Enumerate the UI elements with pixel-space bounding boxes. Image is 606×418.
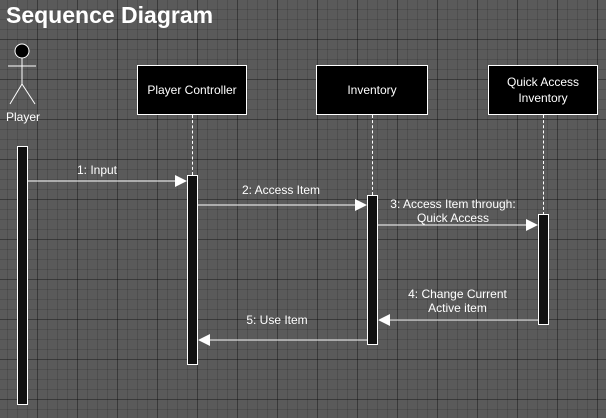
message-label-4: 4: Change Current Active item <box>408 287 507 315</box>
activation-quick-access-inventory <box>538 214 549 325</box>
activation-player-controller <box>187 175 198 365</box>
arrowhead-2 <box>355 199 367 211</box>
lifeline-quick-access-inventory <box>543 115 544 215</box>
participant-label: Player Controller <box>147 83 237 97</box>
actor-player-label: Player <box>5 110 40 124</box>
message-label-3: 3: Access Item through: Quick Access <box>390 197 516 225</box>
participant-quick-access-inventory: Quick Access Inventory <box>488 65 598 115</box>
lifeline-player-controller <box>192 115 193 175</box>
arrowhead-1 <box>175 175 187 187</box>
participant-label: Inventory <box>347 83 397 97</box>
activation-player <box>17 146 28 405</box>
diagram-title: Sequence Diagram <box>6 2 214 28</box>
message-label-5: 5: Use Item <box>246 313 308 327</box>
participant-label: Quick Access Inventory <box>506 75 580 105</box>
message-label-1: 1: Input <box>76 163 118 177</box>
arrowhead-4 <box>378 314 390 326</box>
participant-player-controller: Player Controller <box>137 65 247 115</box>
arrowhead-3 <box>526 219 538 231</box>
participant-inventory: Inventory <box>316 65 428 115</box>
lifeline-inventory <box>372 115 373 195</box>
message-label-2: 2: Access Item <box>241 183 321 197</box>
activation-inventory <box>367 195 378 345</box>
arrowhead-5 <box>198 334 210 346</box>
